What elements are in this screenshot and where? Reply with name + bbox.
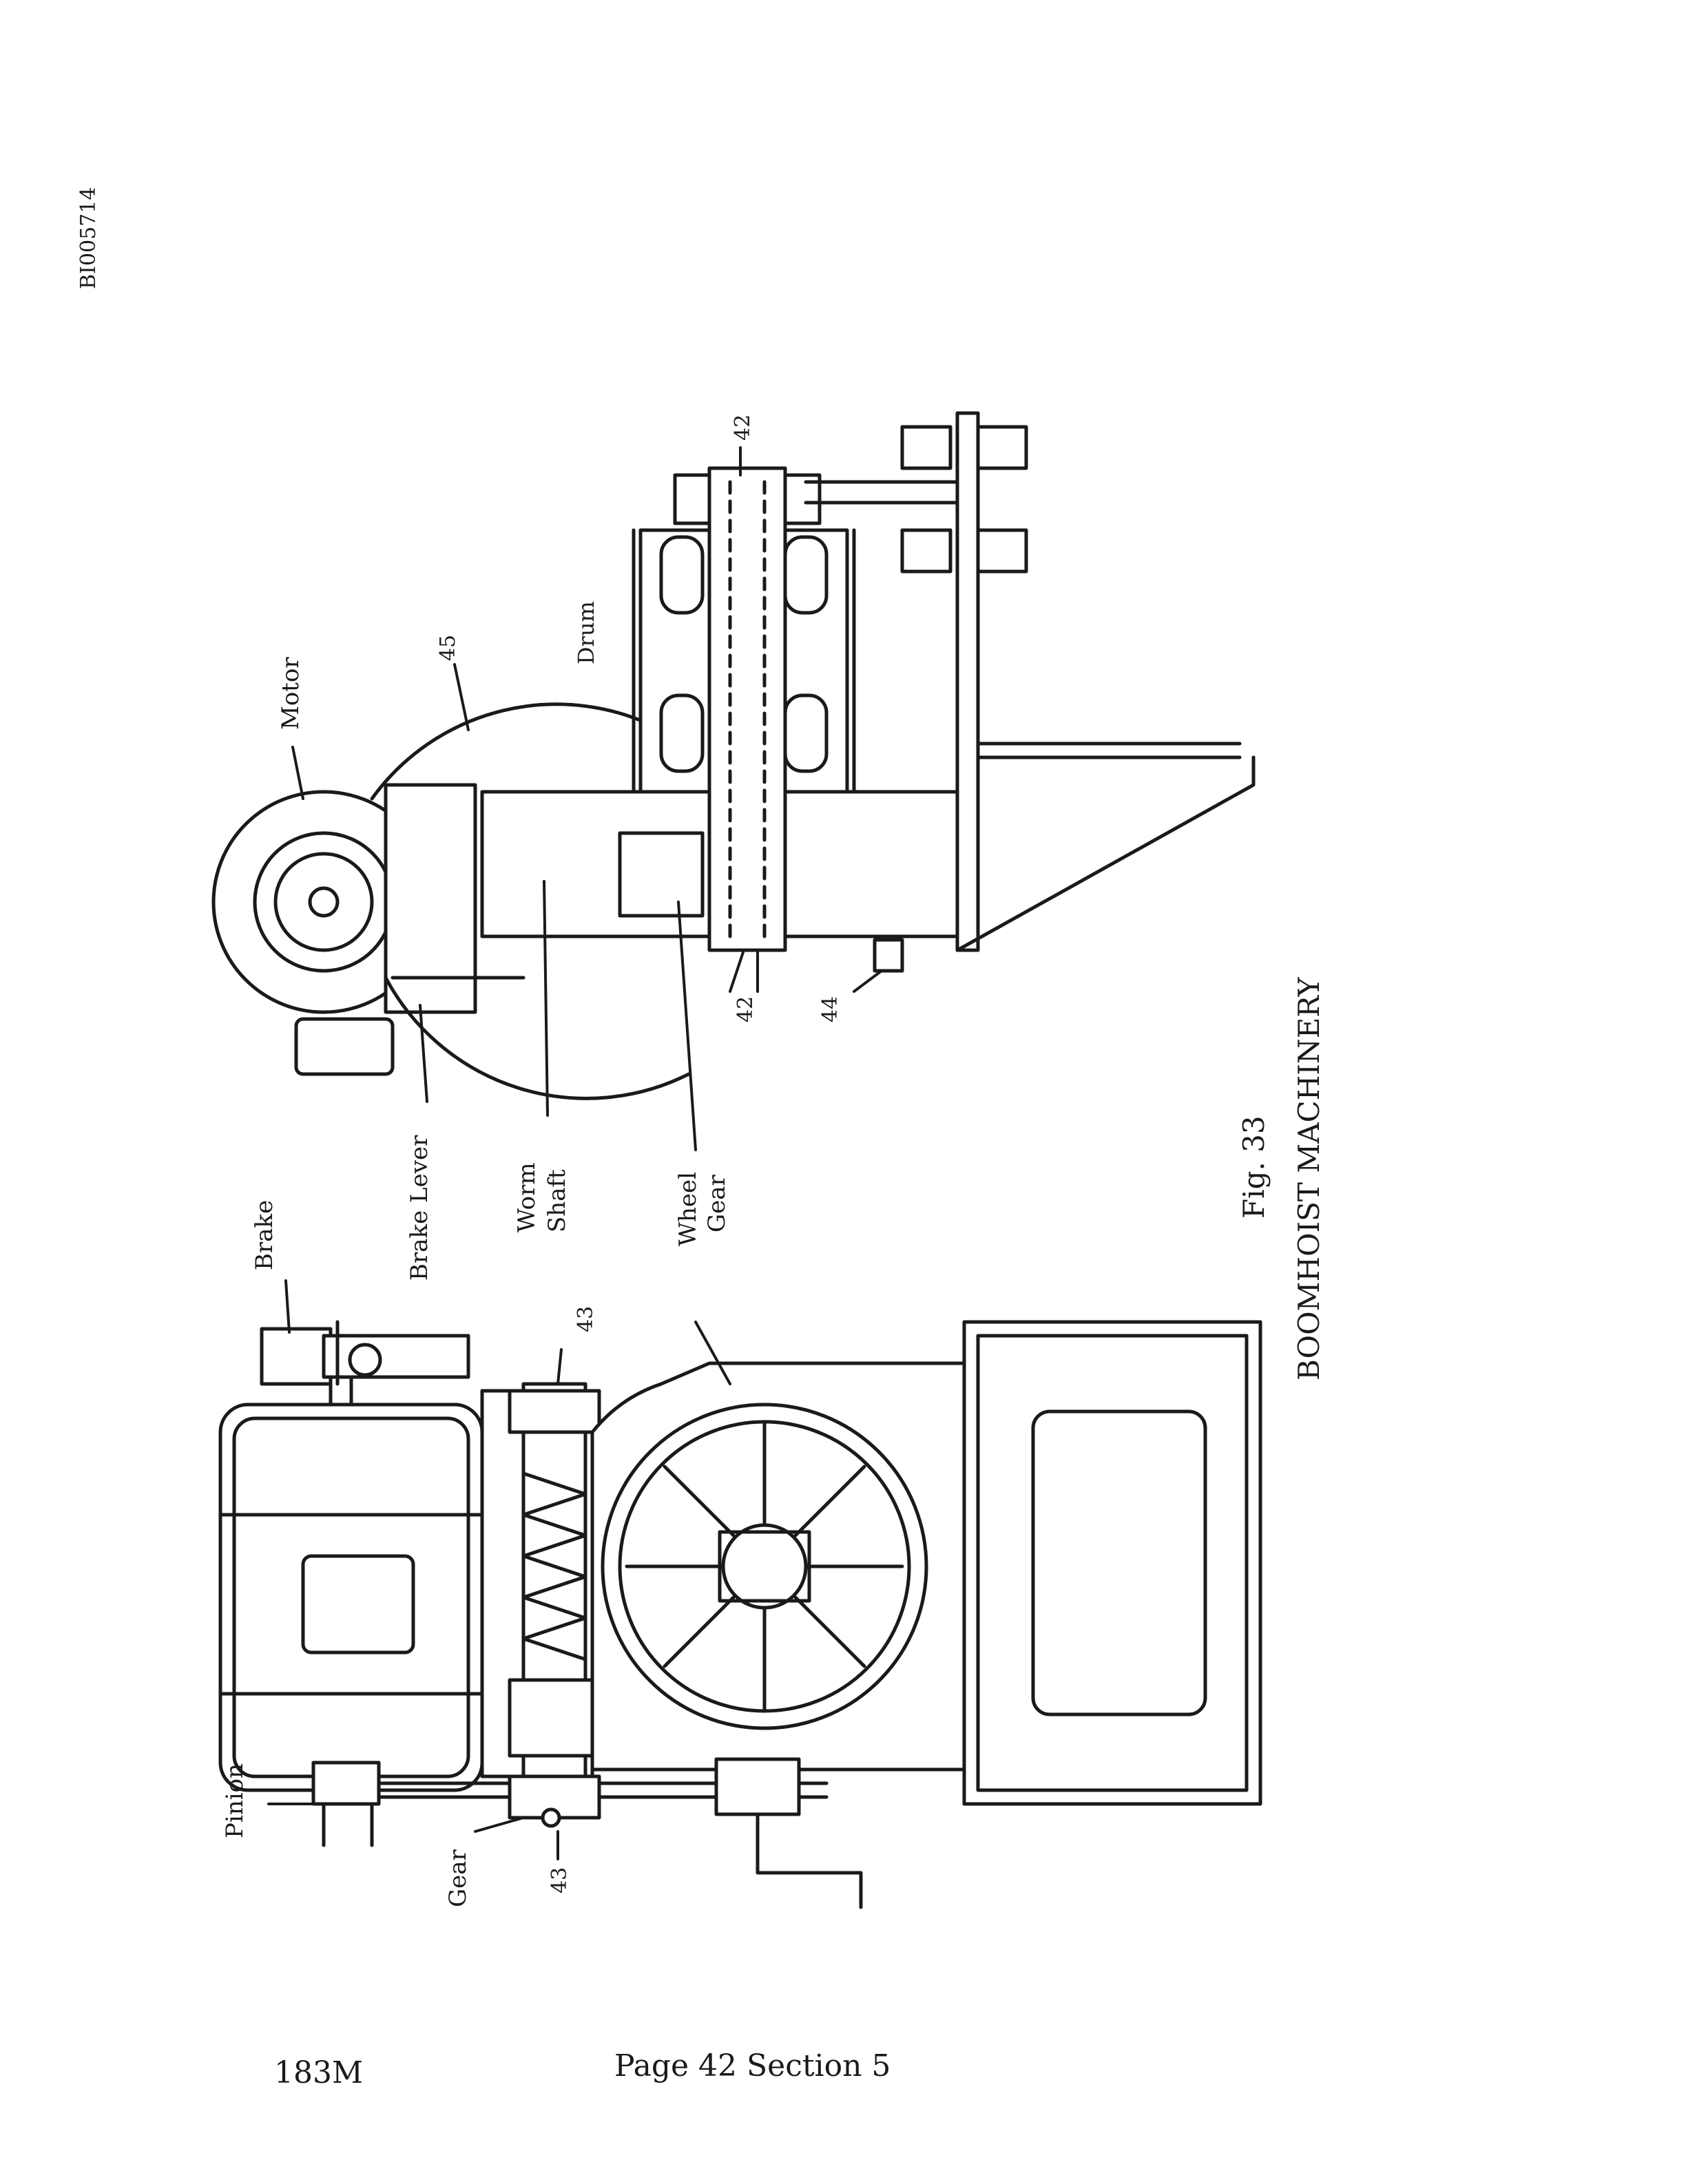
- label-worm-shaft-1: Worm: [513, 1162, 541, 1232]
- figure-number: Fig. 33: [1237, 1115, 1271, 1219]
- label-wheel-gear-1: Wheel: [674, 1172, 702, 1246]
- motor-body: [218, 1403, 484, 1792]
- pinion: [311, 1761, 381, 1806]
- support-plate: [955, 411, 980, 952]
- guard-arc: [370, 702, 663, 801]
- wheel-gear-housing: [590, 1361, 966, 1772]
- label-gear: Gear: [444, 1849, 472, 1907]
- brake-end: [294, 1017, 395, 1076]
- frame-window: [1031, 1409, 1207, 1716]
- drum-shaft: [707, 466, 787, 952]
- label-brake-lever: Brake Lever: [406, 1135, 433, 1281]
- label-pinion: Pinion: [221, 1763, 249, 1838]
- label-42-bottom: 42: [733, 996, 758, 1022]
- leader-lines: [267, 446, 883, 1860]
- brake-lever: [384, 783, 477, 1014]
- base-frame: [962, 1320, 1262, 1806]
- label-wheel-gear-2: Gear: [703, 1174, 731, 1232]
- grease-fitting: [873, 938, 904, 973]
- label-worm-shaft-2: Shaft: [543, 1169, 571, 1232]
- label-45: 45: [436, 635, 460, 661]
- side-view: [218, 1320, 1262, 1909]
- label-drum: Drum: [573, 601, 599, 664]
- figure-title: BOOMHOIST MACHINERY: [1292, 976, 1326, 1380]
- label-43-top: 43: [574, 1306, 598, 1332]
- label-44: 44: [818, 996, 842, 1022]
- label-42-top: 42: [731, 414, 755, 441]
- brake-drum: [260, 1327, 333, 1386]
- label-43-bottom: 43: [548, 1867, 572, 1893]
- wheel-gear: [601, 1403, 928, 1730]
- label-motor: Motor: [277, 657, 304, 730]
- end-view: [211, 411, 1256, 1100]
- motor-nameplate: [301, 1554, 415, 1655]
- crank-block: [714, 1757, 801, 1816]
- footer-model: 183M: [274, 2055, 363, 2090]
- label-brake: Brake: [251, 1200, 278, 1270]
- footer-page: Page 42 Section 5: [614, 2048, 891, 2083]
- doc-id: BI005714: [76, 187, 101, 289]
